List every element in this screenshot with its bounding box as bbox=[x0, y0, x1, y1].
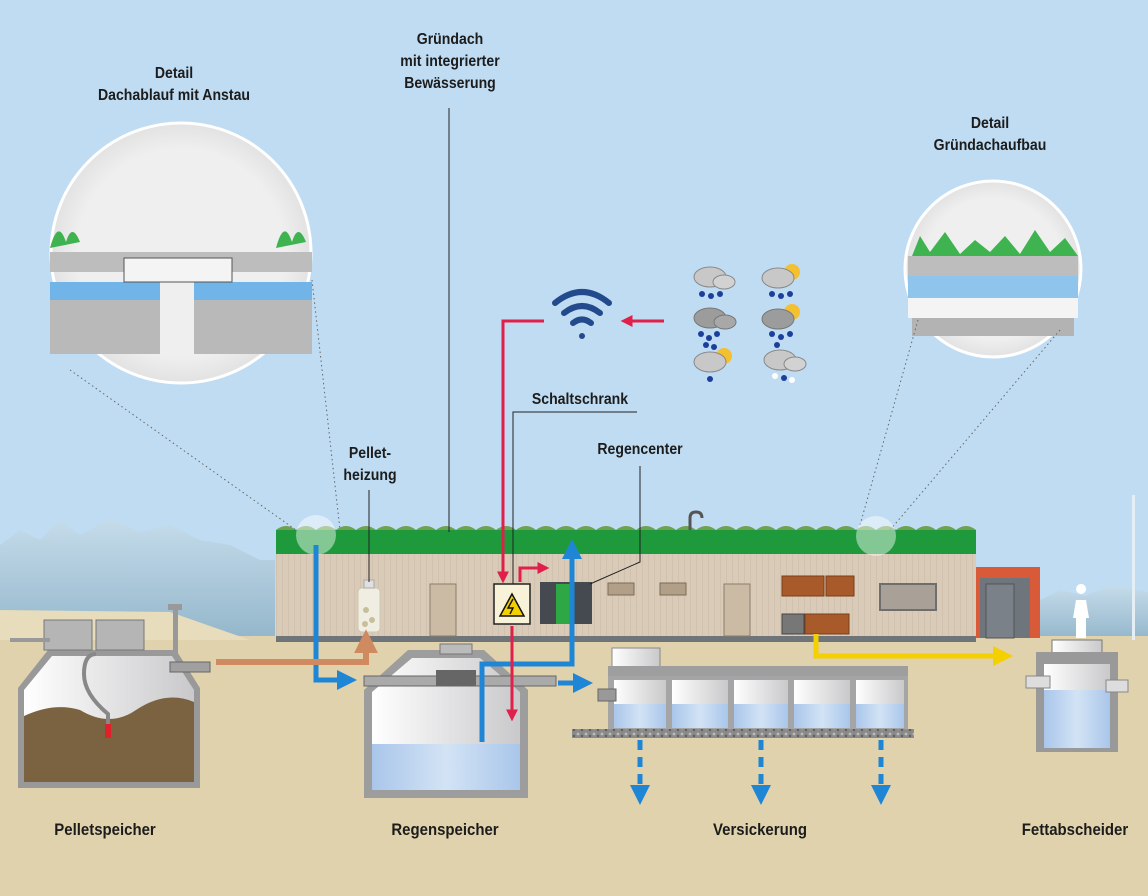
pellet-storage-tank bbox=[10, 604, 211, 788]
roof-drain-highlight bbox=[296, 515, 336, 555]
door bbox=[723, 583, 751, 637]
label-line: Bewässerung bbox=[404, 75, 496, 92]
grease-flow bbox=[813, 634, 1013, 666]
label-line: Gründach bbox=[416, 31, 484, 48]
leader-line bbox=[512, 411, 637, 584]
label-rain-storage: Regenspeicher bbox=[391, 820, 499, 839]
rain-storage-water bbox=[372, 744, 520, 790]
rainwater-flow bbox=[313, 539, 593, 742]
label-grease-separator: Fettabscheider bbox=[1021, 820, 1129, 839]
window bbox=[607, 582, 635, 596]
background-trees bbox=[0, 518, 1148, 640]
label-line: Dachablauf mit Anstau bbox=[97, 87, 251, 104]
tree-trunk-pole bbox=[1132, 495, 1135, 640]
leader-line bbox=[889, 329, 1061, 531]
label-green-roof: Gründach mit integrierter Bewässerung bbox=[380, 29, 521, 95]
gravel-bed bbox=[572, 729, 914, 738]
signal-flow bbox=[497, 315, 664, 722]
infiltration-arrows bbox=[630, 740, 891, 805]
label-line: Detail bbox=[970, 115, 1010, 132]
kitchen bbox=[781, 575, 855, 635]
label-infiltration: Versickerung bbox=[713, 820, 807, 839]
rain-heavy-icon bbox=[693, 266, 736, 299]
label-line: Gründachaufbau bbox=[933, 137, 1047, 154]
high-voltage-warning-icon bbox=[498, 592, 526, 617]
label-pellet-heating: Pellet- heizung bbox=[335, 443, 405, 487]
rain-dark-icon bbox=[693, 307, 737, 350]
green-roof-highlight bbox=[856, 516, 896, 556]
sleet-icon bbox=[763, 349, 807, 383]
rain-sun-icon bbox=[761, 264, 800, 299]
pellet-heating-unit bbox=[357, 579, 381, 633]
rain-center-unit bbox=[540, 582, 592, 624]
label-detail-roof-drain: Detail Dachablauf mit Anstau bbox=[77, 63, 271, 107]
leader-line bbox=[69, 369, 297, 531]
rain-light-sun-icon bbox=[693, 348, 732, 382]
label-line: Pellet- bbox=[348, 445, 392, 462]
label-line: Detail bbox=[154, 65, 194, 82]
green-roof bbox=[276, 530, 976, 554]
building bbox=[276, 495, 1135, 642]
infiltration-crates bbox=[572, 647, 914, 738]
door bbox=[429, 583, 457, 637]
pellet-flow bbox=[216, 629, 378, 665]
window bbox=[879, 583, 937, 611]
label-detail-green-roof: Detail Gründachaufbau bbox=[920, 113, 1061, 157]
window bbox=[659, 582, 687, 596]
weather-icons bbox=[693, 264, 807, 383]
roof-vent bbox=[688, 510, 704, 530]
rain-sun-dark-icon bbox=[761, 304, 800, 348]
control-cabinet bbox=[493, 583, 531, 625]
grease-separator bbox=[1025, 639, 1129, 752]
label-rain-center: Regencenter bbox=[597, 441, 683, 458]
leader-line bbox=[311, 279, 341, 531]
label-control-cabinet: Schaltschrank bbox=[531, 391, 629, 408]
detail-roof-drain-circle bbox=[49, 121, 313, 385]
label-line: mit integrierter bbox=[400, 53, 500, 70]
label-pellet-storage: Pelletspeicher bbox=[54, 820, 156, 839]
person-silhouette bbox=[1073, 584, 1089, 638]
detail-green-roof-circle bbox=[903, 179, 1083, 359]
label-line: heizung bbox=[343, 467, 397, 484]
wifi-icon bbox=[552, 289, 612, 339]
leader-line bbox=[589, 466, 641, 585]
